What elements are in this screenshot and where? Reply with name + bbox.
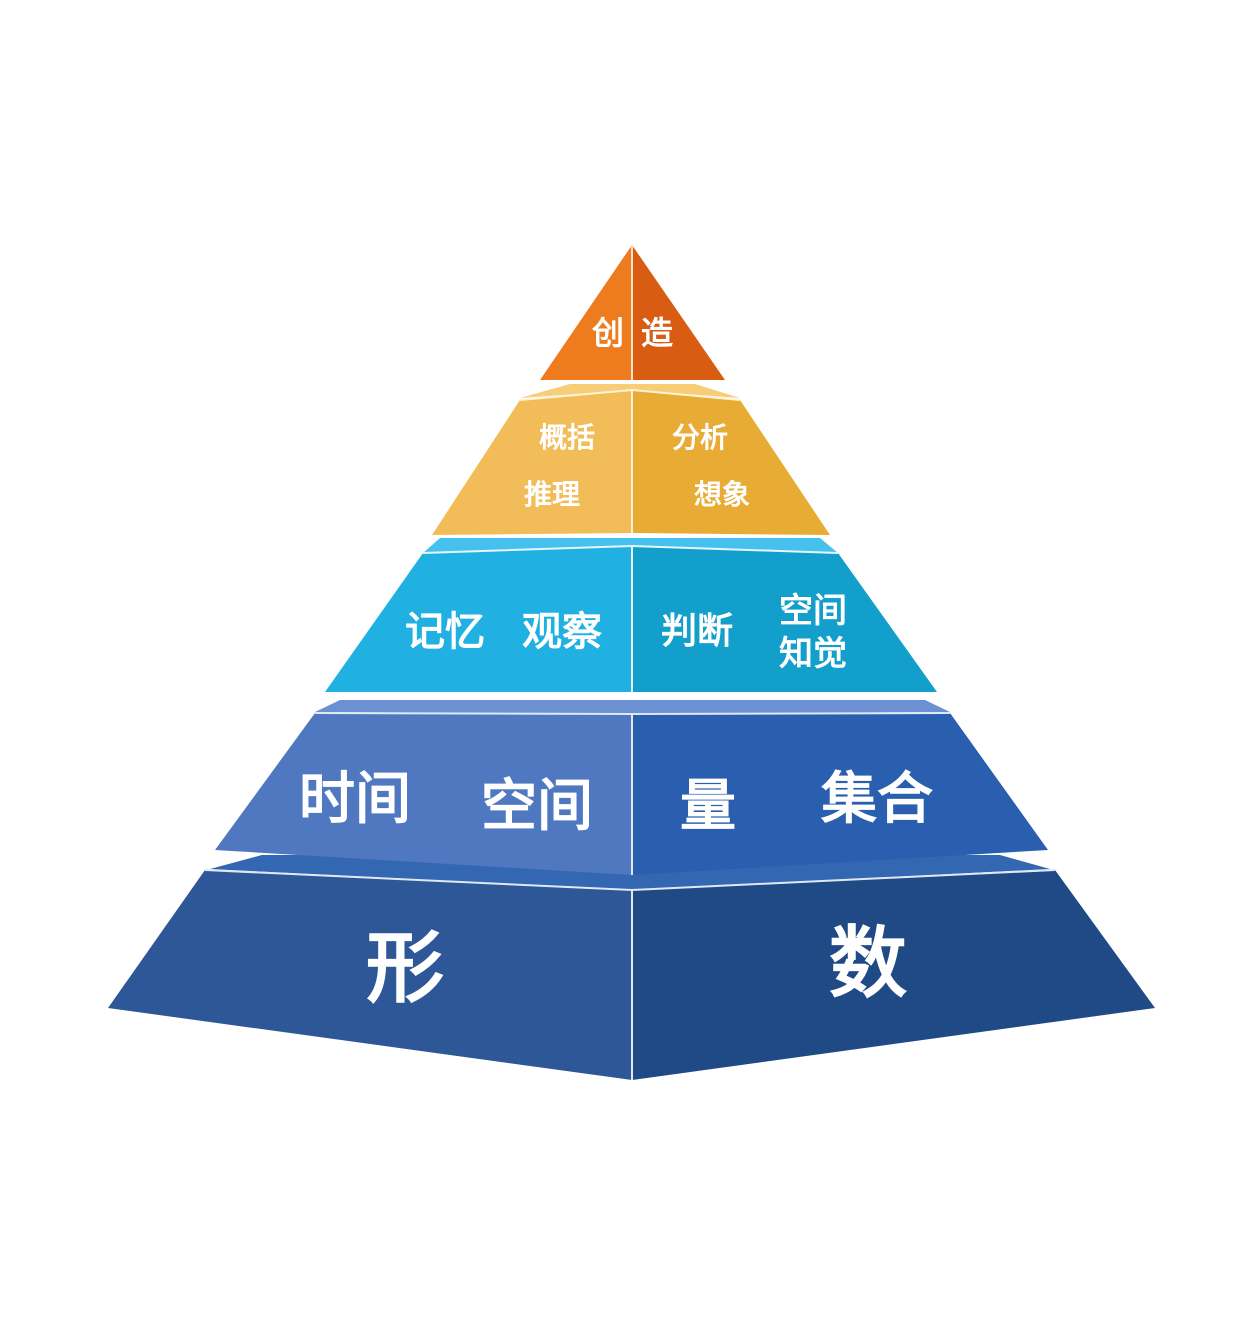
layer-1-left-face (108, 870, 632, 1080)
layer-3-right-label-1: 判断 (661, 611, 733, 652)
layer-2-right-label-1: 量 (680, 774, 736, 839)
layer-4-left-face (432, 390, 632, 535)
layer-5-right-face (632, 245, 725, 380)
layer-3-right-face (632, 546, 937, 692)
layer-2-right-face (632, 713, 1048, 875)
pyramid-layer-5: 创 造 (540, 245, 725, 380)
layer-1-right-face (632, 870, 1155, 1080)
pyramid-layer-2: 时间 空间 量 集合 (215, 700, 1048, 875)
pyramid-layer-4: 概括 推理 分析 想象 (432, 384, 830, 535)
pyramid-layer-1: 形 数 (108, 855, 1155, 1080)
layer-2-left-face (215, 713, 632, 875)
layer-4-left-label-2: 推理 (524, 478, 580, 511)
layer-3-left-label-1: 记忆 (405, 609, 485, 655)
layer-3-right-label-2: 空间 (779, 591, 847, 631)
layer-1-right-label: 数 (829, 919, 907, 1009)
layer-3-right-label-3: 知觉 (779, 634, 847, 674)
layer-4-right-label-1: 分析 (672, 421, 728, 454)
layer-3-left-face (325, 546, 632, 692)
layer-4-right-label-2: 想象 (694, 478, 750, 511)
pyramid-layer-3: 记忆 观察 判断 空间 知觉 (325, 538, 937, 692)
layer-5-left-label: 创 (591, 314, 624, 352)
layer-2-left-label-1: 时间 (299, 767, 411, 832)
layer-3-left-label-2: 观察 (522, 609, 602, 655)
layer-5-left-face (540, 245, 632, 380)
layer-4-right-face (632, 390, 830, 535)
layer-2-left-label-2: 空间 (481, 774, 593, 839)
layer-4-left-label-1: 概括 (539, 421, 595, 454)
layer-2-top-face (315, 700, 950, 714)
layer-5-right-label: 造 (641, 314, 673, 352)
layer-2-right-label-2: 集合 (820, 767, 933, 832)
layer-4-top-face (520, 384, 740, 398)
layer-1-left-label: 形 (366, 924, 444, 1014)
